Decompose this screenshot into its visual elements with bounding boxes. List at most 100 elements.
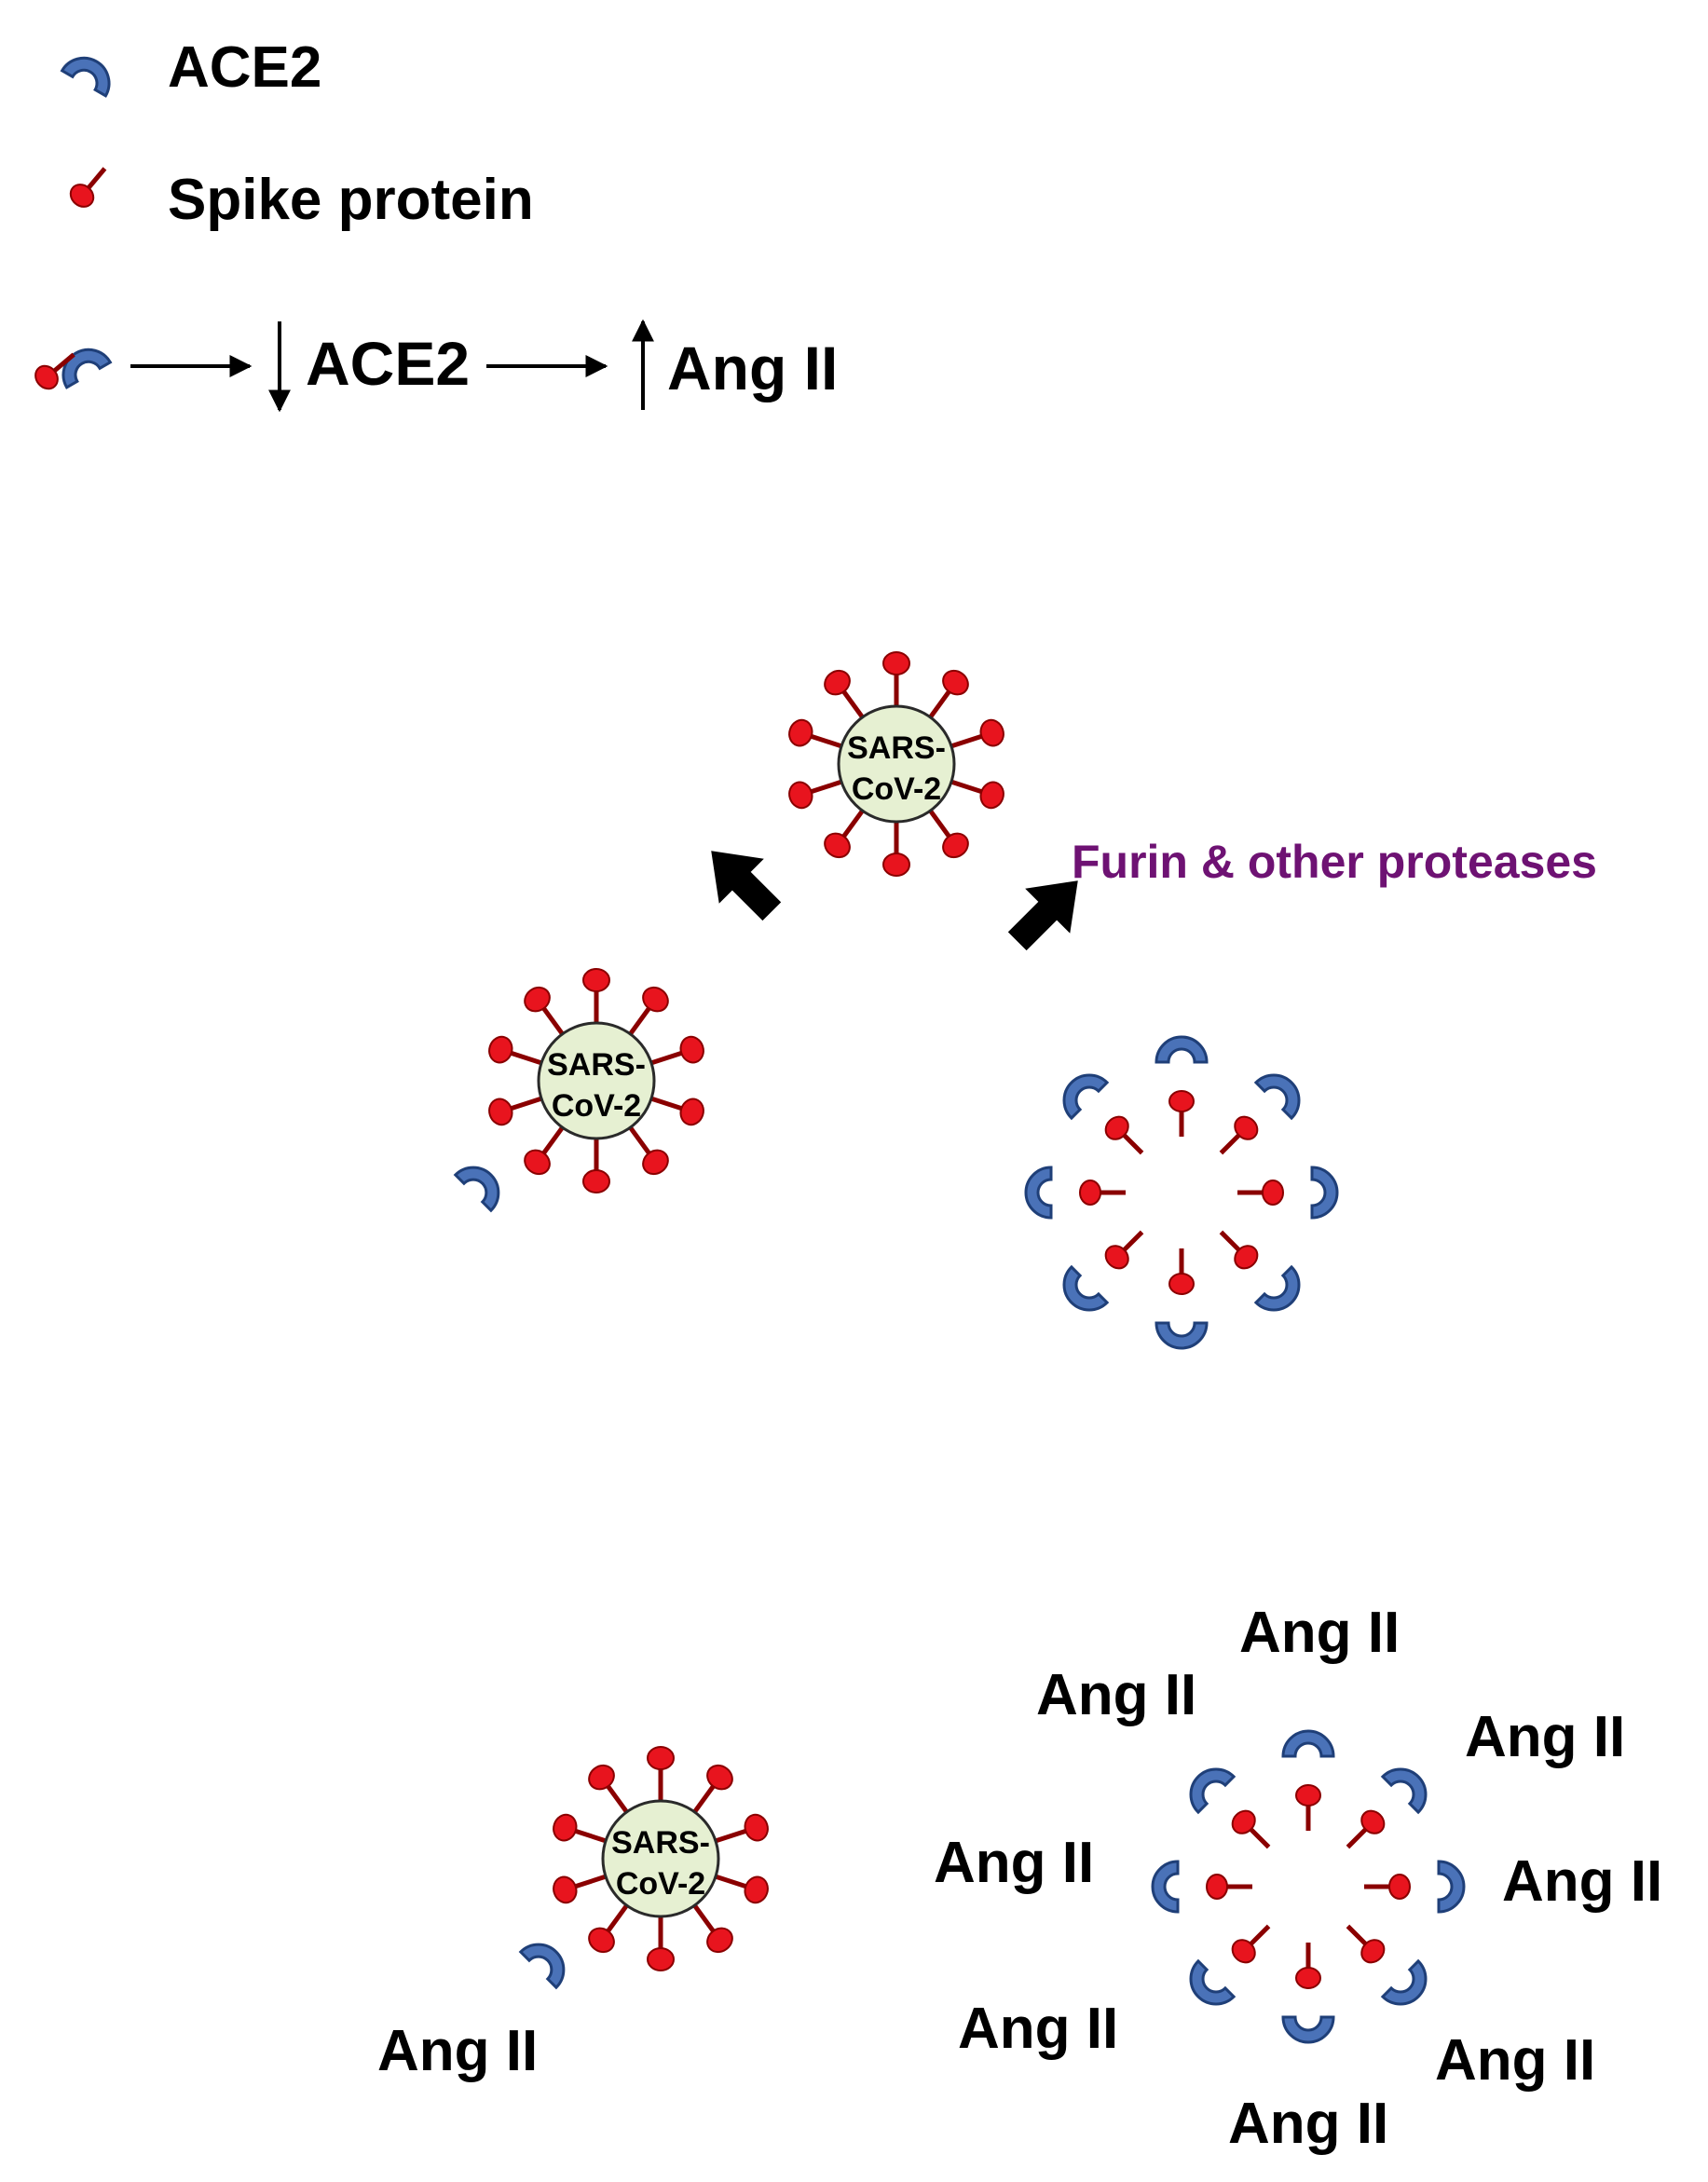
ang-label-bottom-left-ring: Ang II <box>958 1997 1118 2061</box>
spike-protein-icon <box>582 1169 610 1193</box>
spike-protein-icon <box>706 1764 733 1791</box>
ace2-icon <box>1155 1035 1209 1064</box>
ang-label-bottom: Ang II <box>1228 2092 1388 2156</box>
shed-complex <box>1237 1166 1339 1220</box>
bound-complex-icon <box>31 338 112 393</box>
pathway-row: ACE2 Ang II <box>31 319 838 413</box>
shed-complex <box>1024 1166 1126 1220</box>
shed-complex <box>1281 1729 1335 1831</box>
spike-protein-icon <box>1212 1112 1262 1162</box>
ace2-icon <box>1254 1063 1311 1120</box>
ang-label-top: Ang II <box>1239 1601 1400 1665</box>
virus-body <box>537 1021 656 1140</box>
shed-complex <box>1179 1917 1278 2016</box>
spike-protein-icon <box>788 718 813 747</box>
shed-complex <box>1212 1063 1311 1162</box>
ace2-icon <box>1254 1265 1311 1322</box>
shed-complex <box>1052 1063 1151 1162</box>
virus-body <box>601 1799 720 1918</box>
spike-protein-icon <box>647 1746 675 1770</box>
spike-protein-icon <box>979 718 1004 747</box>
spike-protein-icon <box>1169 1091 1194 1137</box>
bottom-bound-ace2-icon <box>519 1932 576 1989</box>
spike-protein-icon <box>1296 1943 1320 1988</box>
virus-label-line1: SARS- <box>611 1825 710 1861</box>
virus-mid-left: SARS- CoV-2 <box>488 968 704 1193</box>
shed-complex <box>1151 1860 1252 1914</box>
spike-protein-icon <box>642 986 669 1013</box>
shed-ace2-ring-bottom <box>1151 1729 1466 2044</box>
ace2-icon <box>1179 1757 1236 1814</box>
shed-complex <box>1212 1223 1311 1322</box>
spike-protein-icon <box>1339 1917 1388 1967</box>
ace2-icon <box>1179 1959 1236 2016</box>
shed-complex <box>1364 1860 1466 1914</box>
spike-protein-icon <box>1339 1807 1388 1856</box>
ace2-icon <box>1281 1729 1335 1758</box>
ang-label-right: Ang II <box>1502 1849 1662 1914</box>
shed-ace2-ring-mid <box>1024 1035 1339 1350</box>
spike-protein-icon <box>942 669 969 696</box>
spike-protein-icon <box>642 1149 669 1176</box>
ang-label-top-left: Ang II <box>1036 1663 1196 1727</box>
ace2-icon <box>1024 1166 1053 1220</box>
left-branch-arrow-icon <box>711 851 782 921</box>
shed-complex <box>1339 1757 1438 1856</box>
ace2-icon <box>1310 1166 1339 1220</box>
ang-label-left: Ang II <box>934 1831 1094 1895</box>
spike-protein-icon <box>679 1098 704 1126</box>
spike-protein-icon <box>582 968 610 992</box>
right-branch-arrow-icon <box>1007 880 1078 951</box>
spike-protein-icon <box>488 1035 513 1064</box>
spike-protein-icon <box>882 651 910 675</box>
spike-protein-icon <box>588 1927 615 1954</box>
spike-protein-icon <box>979 781 1004 810</box>
mid-bound-ace2-icon <box>454 1155 511 1212</box>
legend: ACE2 Spike protein <box>61 35 534 232</box>
ang-label-top-right: Ang II <box>1465 1705 1625 1769</box>
spike-protein-icon <box>1101 1112 1151 1162</box>
ace2-icon <box>1151 1860 1180 1914</box>
spike-protein-icon <box>1169 1248 1194 1294</box>
spike-protein-icon <box>1228 1917 1278 1967</box>
ang-labels-ring: Ang II Ang II Ang II Ang II Ang II Ang I… <box>934 1601 1662 2156</box>
spike-protein-icon <box>1101 1223 1151 1273</box>
spike-protein-icon <box>1080 1180 1126 1205</box>
ang-label-bottom-right: Ang II <box>1435 2028 1595 2093</box>
spike-protein-icon <box>524 1149 551 1176</box>
spike-protein-icon <box>1364 1875 1410 1899</box>
spike-protein-icon <box>824 669 851 696</box>
ace2-icon <box>1281 2015 1335 2044</box>
spike-protein-icon <box>788 781 813 810</box>
ang-label-bottom-left: Ang II <box>377 2019 538 2083</box>
spike-protein-icon <box>824 832 851 859</box>
spike-protein-icon <box>706 1927 733 1954</box>
ace2-icon <box>1155 1321 1209 1350</box>
protease-label: Furin & other proteases <box>1072 836 1597 888</box>
virus-label-line1: SARS- <box>847 730 946 766</box>
spike-protein-icon <box>882 852 910 877</box>
ace2-icon <box>1437 1860 1466 1914</box>
spike-protein-icon <box>1212 1223 1262 1273</box>
spike-protein-icon <box>647 1947 675 1971</box>
shed-complex <box>1179 1757 1278 1856</box>
legend-spike-label: Spike protein <box>168 168 534 232</box>
spike-protein-icon <box>942 832 969 859</box>
spike-protein-icon <box>1237 1180 1283 1205</box>
shed-complex <box>1339 1917 1438 2016</box>
spike-protein-icon <box>744 1813 769 1842</box>
virus-bottom-left: SARS- CoV-2 <box>553 1746 769 1971</box>
virus-top: SARS-CoV-2 <box>788 651 1004 877</box>
ace2-icon <box>1381 1959 1438 2016</box>
shed-complex <box>1052 1223 1151 1322</box>
spike-protein-icon <box>553 1875 578 1904</box>
spike-protein-icon <box>1207 1875 1252 1899</box>
spike-protein-icon <box>524 986 551 1013</box>
spike-protein-icon <box>1228 1807 1278 1856</box>
virus-label-line2: CoV-2 <box>552 1088 641 1124</box>
virus-label-line1: SARS- <box>547 1047 646 1083</box>
spike-protein-icon <box>553 1813 578 1842</box>
virus-label-line2: CoV-2 <box>616 1866 705 1902</box>
spike-protein-icon <box>679 1035 704 1064</box>
